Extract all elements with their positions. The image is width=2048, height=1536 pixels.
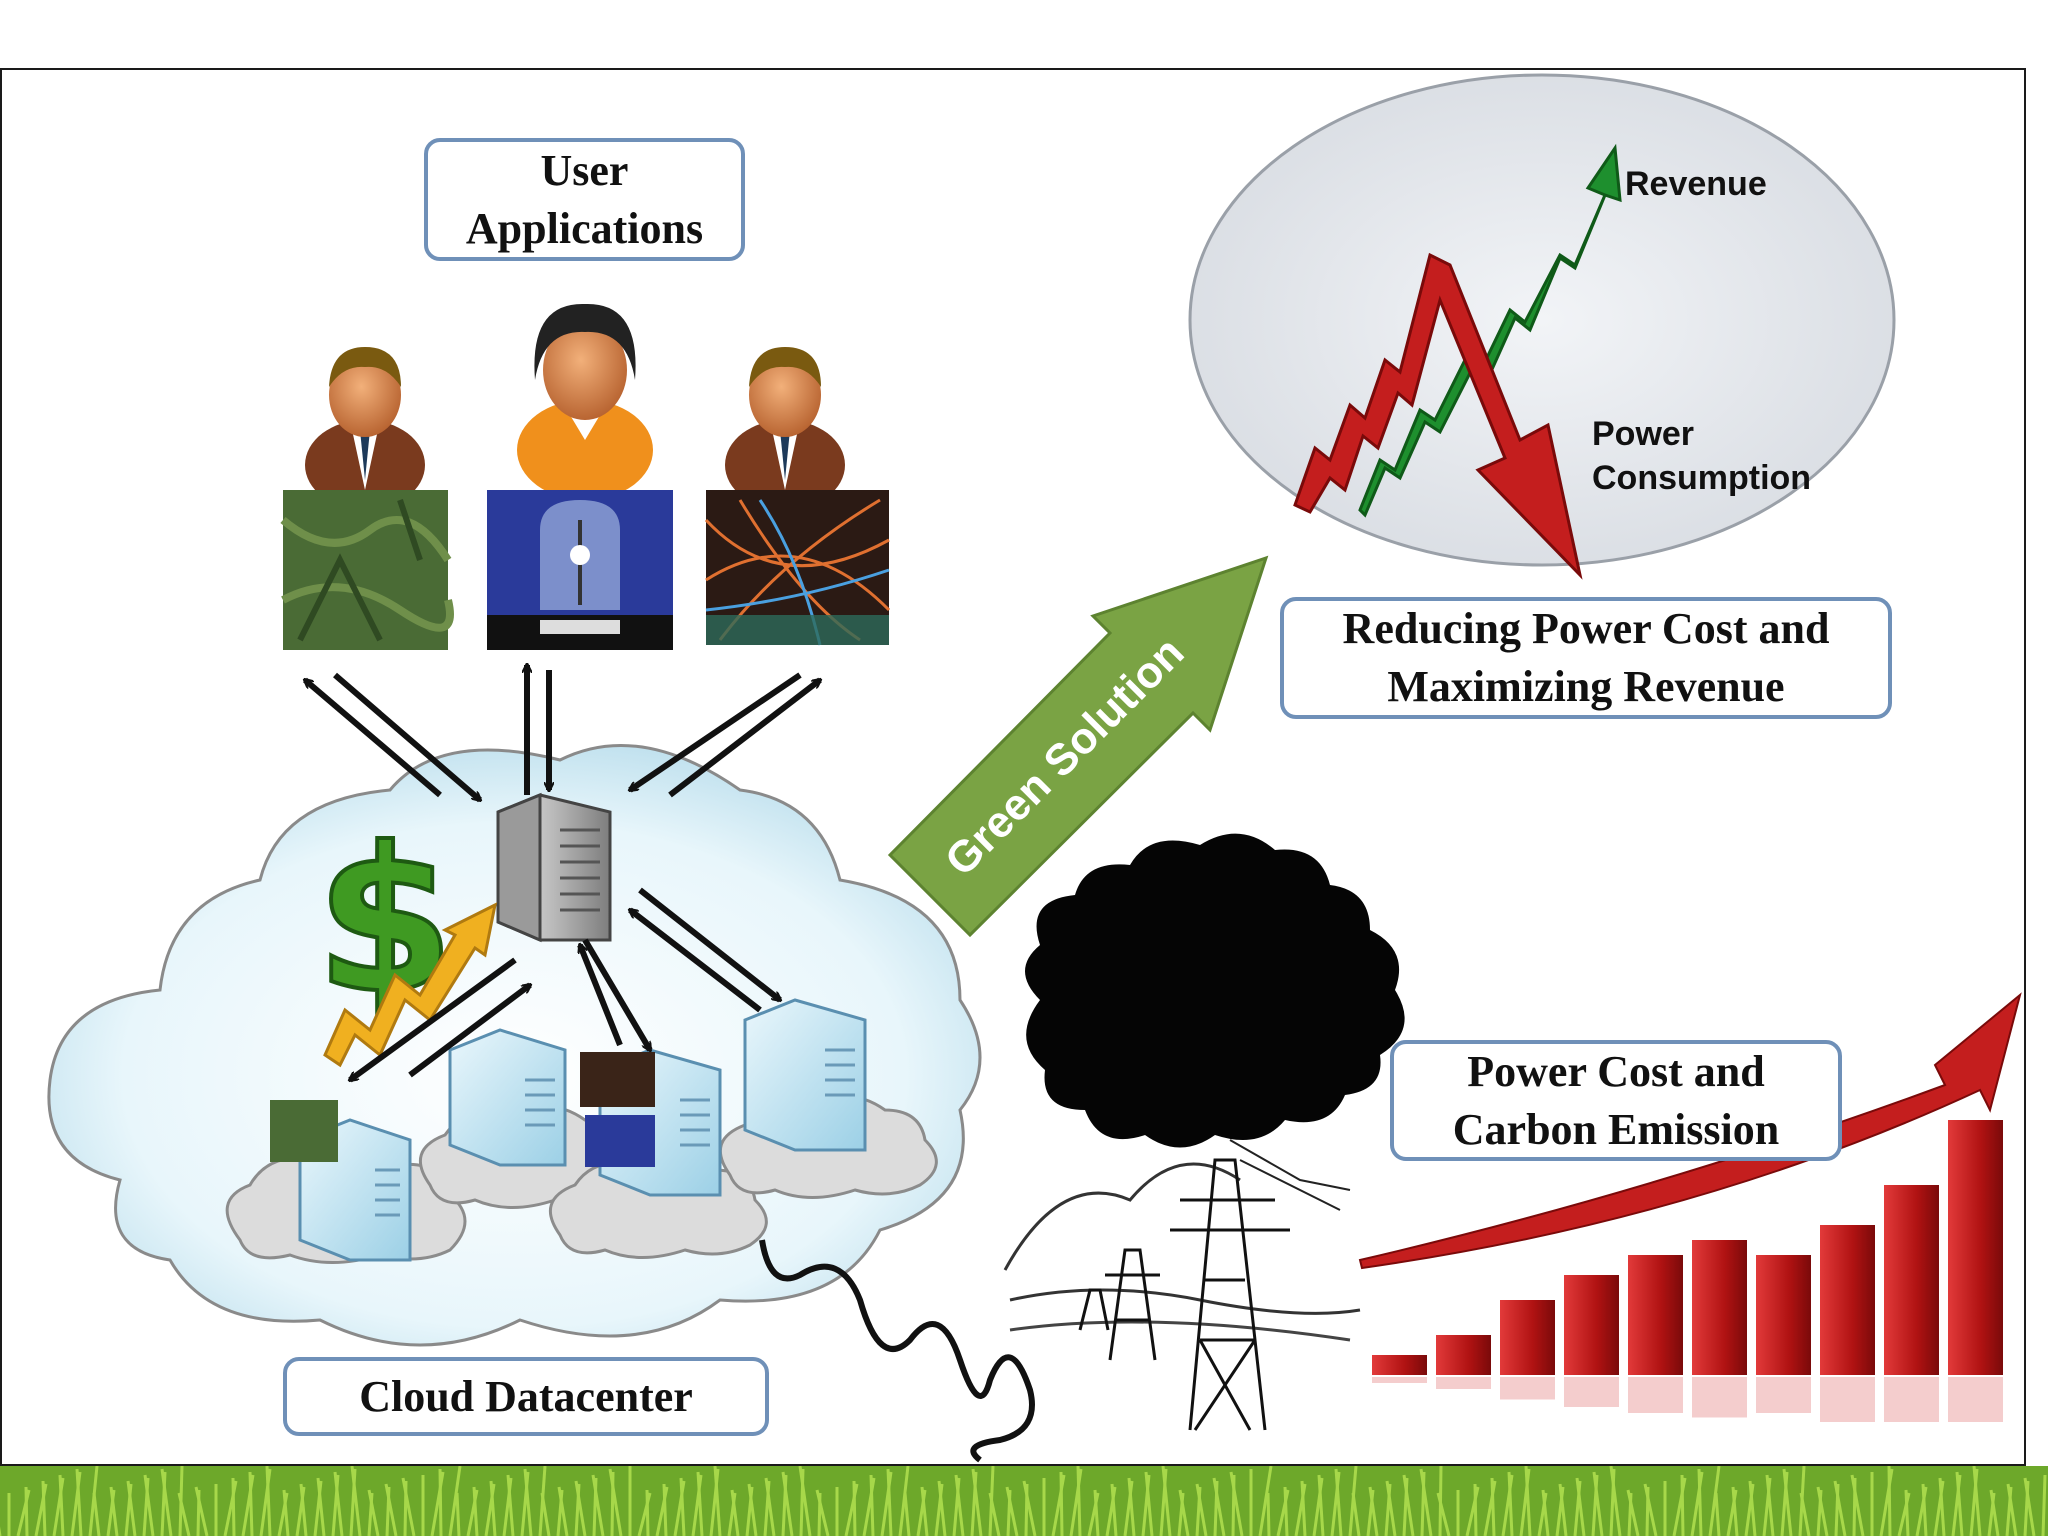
decorative-bar: [1884, 1185, 1939, 1375]
server-thumbnail-terrain: [270, 1100, 338, 1162]
grass-blade: [1492, 1478, 1494, 1536]
grass-blade: [1078, 1466, 1080, 1536]
grass-blade: [440, 1469, 441, 1536]
grass-blade: [647, 1490, 648, 1536]
decorative-bar: [1500, 1300, 1555, 1375]
grass-blade: [233, 1478, 234, 1536]
decorative-bar: [1692, 1240, 1747, 1375]
decorative-bar-reflection: [1756, 1377, 1811, 1413]
grass-blade: [1906, 1490, 1908, 1536]
grass-blade: [1889, 1466, 1890, 1536]
reducing-power-cost-label: Reducing Power Cost and Maximizing Reven…: [1280, 597, 1892, 719]
decorative-bar-reflection: [1820, 1377, 1875, 1422]
grass-blade: [1285, 1487, 1287, 1536]
power-consumption-label: Power Consumption: [1592, 412, 1811, 500]
grass-blade: [664, 1484, 666, 1536]
grass-blade: [43, 1481, 45, 1536]
decorative-bar: [1820, 1225, 1875, 1375]
decorative-bar-reflection: [1884, 1377, 1939, 1422]
power-cable: [762, 1240, 1032, 1460]
user-woman-icon: [517, 304, 653, 500]
cloud-datacenter-label: Cloud Datacenter: [283, 1357, 769, 1436]
user-applications-label: User Applications: [424, 138, 745, 261]
grass-blade: [854, 1481, 855, 1536]
revenue-label: Revenue: [1625, 165, 1767, 204]
decorative-bar-reflection: [1692, 1377, 1747, 1418]
grass-blade: [1475, 1484, 1476, 1536]
grass-blade: [26, 1487, 27, 1536]
server-thumbnail-particles: [580, 1052, 655, 1107]
decorative-bar-reflection: [1436, 1377, 1491, 1389]
user-man-right-icon: [725, 347, 845, 510]
grass-blade: [457, 1493, 459, 1536]
decorative-bar: [1628, 1255, 1683, 1375]
grass-blade: [250, 1472, 252, 1536]
satellite-terrain-image: [283, 490, 450, 650]
black-smoke-cloud-icon: [1025, 834, 1405, 1148]
grass-blade: [1061, 1472, 1062, 1536]
decorative-bar-reflection: [1500, 1377, 1555, 1400]
server-icon: [498, 795, 610, 940]
decorative-bar-reflection: [1564, 1377, 1619, 1407]
decorative-bar-reflection: [1628, 1377, 1683, 1413]
decorative-bar: [1372, 1355, 1427, 1375]
decorative-bar: [1564, 1275, 1619, 1375]
revenue-vs-power-illustration: [1190, 75, 1894, 575]
grass-blade: [1699, 1469, 1701, 1536]
grass-strip: [0, 1466, 2048, 1536]
decorative-bar: [1948, 1120, 2003, 1375]
user-man-left-icon: [305, 347, 425, 510]
power-pylon-icon: [1005, 1140, 1360, 1430]
grass-blade: [1682, 1475, 1683, 1536]
particle-physics-image: [706, 490, 889, 645]
rising-bar-chart-icon: [1372, 1120, 2003, 1422]
power-cost-carbon-label: Power Cost and Carbon Emission: [1390, 1040, 1842, 1161]
grass-blade: [871, 1475, 873, 1536]
grass-blade: [2043, 1475, 2045, 1536]
decorative-bar-reflection: [1372, 1377, 1427, 1383]
decorative-bar: [1436, 1335, 1491, 1375]
decorative-bar-reflection: [1948, 1377, 2003, 1422]
decorative-bar: [1756, 1255, 1811, 1375]
server-thumbnail-lab: [585, 1115, 655, 1167]
lab-apparatus-image: [487, 490, 673, 650]
grass-blade: [1268, 1493, 1269, 1536]
